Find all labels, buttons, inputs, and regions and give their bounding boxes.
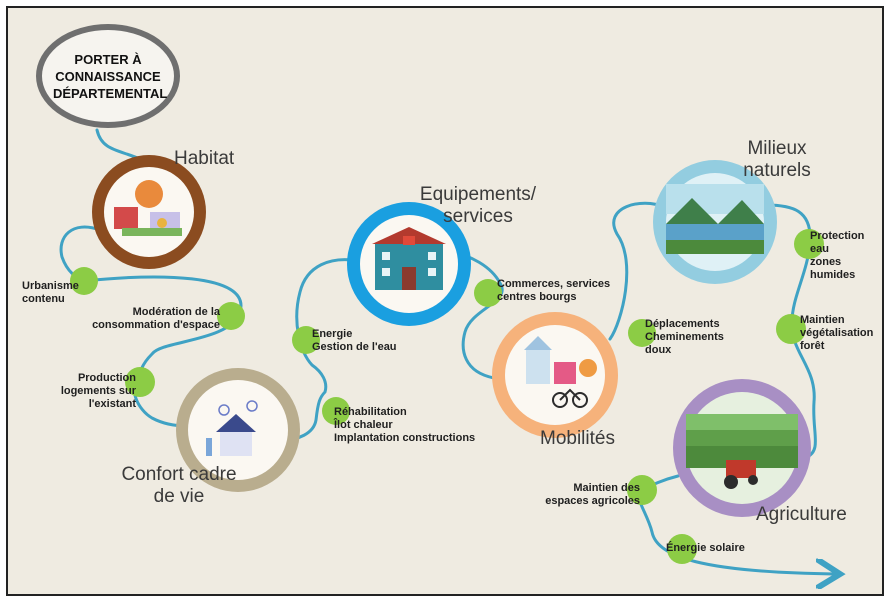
node-production — [125, 367, 155, 397]
theme-confort: Confort cadre de vie — [121, 464, 237, 507]
confort-circle — [176, 368, 300, 492]
equipements-circle — [347, 202, 471, 326]
agriculture-circle — [673, 379, 811, 517]
node-protection — [794, 229, 824, 259]
step-deplacements: Déplacements Cheminements doux — [645, 318, 724, 356]
step-rehabilitation: Réhabilitation Îlot chaleur Implantation… — [334, 406, 476, 444]
diagram-graphics — [59, 128, 884, 596]
theme-mobilites: Mobilités — [540, 428, 615, 449]
theme-agriculture: Agriculture — [756, 504, 847, 525]
step-energie: Energie Gestion de l'eau — [312, 328, 397, 353]
theme-milieux: Milieux naturels — [743, 138, 811, 181]
diagram-canvas: PORTER À CONNAISSANCE DÉPARTEMENTAL Habi… — [6, 6, 884, 596]
step-solaire: Énergie solaire — [666, 542, 745, 554]
node-commerces — [474, 279, 502, 307]
milieux-circle — [653, 160, 777, 284]
theme-equipements: Equipements/ services — [419, 184, 537, 227]
node-solaire — [667, 534, 697, 564]
theme-habitat: Habitat — [174, 148, 235, 169]
title-bubble: PORTER À CONNAISSANCE DÉPARTEMENTAL — [36, 24, 180, 128]
step-urbanisme: Urbanisme contenu — [22, 280, 79, 305]
step-production: Production logements sur l'existant — [60, 372, 136, 410]
node-rehabilitation — [322, 397, 350, 425]
node-maintien-agri — [627, 475, 657, 505]
node-deplacements — [628, 319, 656, 347]
step-maintien-agri: Maintien des espaces agricoles — [545, 482, 640, 507]
node-vegetalisation — [776, 314, 806, 344]
node-energie — [292, 326, 320, 354]
step-vegetalisation: Maintien végétalisation forêt — [800, 314, 874, 352]
node-urbanisme — [70, 267, 98, 295]
step-moderation: Modération de la consommation d'espace — [92, 306, 220, 331]
diagram-title: PORTER À CONNAISSANCE DÉPARTEMENTAL — [53, 51, 168, 101]
step-protection: Protection eau zones humides — [810, 230, 865, 281]
mobilites-circle — [492, 312, 618, 438]
habitat-circle — [92, 155, 206, 269]
node-moderation — [217, 302, 245, 330]
step-commerces: Commerces, services centres bourgs — [497, 278, 611, 303]
